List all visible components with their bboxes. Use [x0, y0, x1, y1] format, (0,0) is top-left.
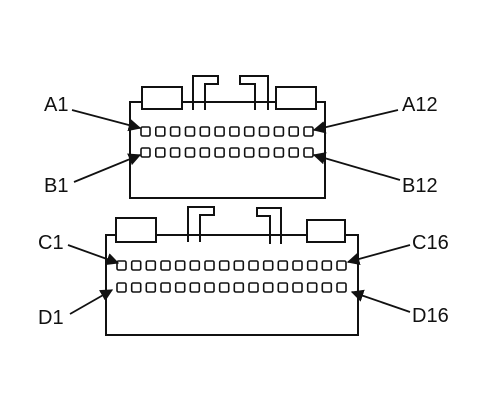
- pin-d14: [306, 282, 318, 293]
- pin-d6: [189, 282, 201, 293]
- label-d1: D1: [38, 307, 64, 329]
- pin-a9: [258, 126, 270, 137]
- lower-right-lock-clip: [256, 207, 282, 244]
- upper-pin-grid: [140, 126, 314, 158]
- leader-c16: [346, 244, 411, 266]
- pin-b8: [243, 147, 255, 158]
- pin-a11: [288, 126, 300, 137]
- pin-d15: [321, 282, 333, 293]
- leader-c1: [67, 244, 120, 266]
- pin-b2: [155, 147, 166, 158]
- pin-c2: [130, 260, 142, 271]
- pin-b3: [169, 147, 181, 158]
- pin-c3: [145, 260, 157, 271]
- pin-a10: [273, 126, 285, 137]
- pin-a4: [184, 126, 196, 137]
- pin-b9: [258, 147, 270, 158]
- upper-left-lock-clip: [192, 75, 219, 110]
- pin-c6: [189, 260, 201, 271]
- pin-d3: [145, 282, 157, 293]
- pin-d1: [116, 282, 127, 293]
- pin-d5: [174, 282, 186, 293]
- pin-b10: [273, 147, 285, 158]
- pin-d11: [262, 282, 274, 293]
- lower-pin-grid: [116, 260, 347, 293]
- lower-right-latch-block: [306, 219, 346, 243]
- pin-a7: [229, 126, 240, 137]
- pin-c15: [321, 260, 333, 271]
- lower-left-latch-block: [115, 217, 157, 243]
- upper-connector-shoulder: [129, 102, 326, 116]
- pin-b12: [303, 147, 314, 158]
- pin-b7: [229, 147, 240, 158]
- pin-c13: [292, 260, 303, 271]
- pin-c10: [248, 260, 259, 271]
- lower-connector-body: [105, 234, 359, 336]
- pin-c9: [233, 260, 245, 271]
- pin-d2: [130, 282, 142, 293]
- pin-d12: [277, 282, 289, 293]
- label-a1: A1: [44, 94, 68, 116]
- pin-c12: [277, 260, 289, 271]
- upper-right-lock-clip: [239, 75, 269, 110]
- pin-b1: [140, 147, 151, 158]
- leader-a1: [71, 109, 142, 132]
- pin-b11: [288, 147, 300, 158]
- pin-c1: [116, 260, 127, 271]
- leader-d16: [350, 289, 411, 313]
- upper-left-latch-block: [141, 86, 183, 110]
- pin-b4: [184, 147, 196, 158]
- pin-b5: [199, 147, 211, 158]
- upper-connector: [129, 75, 326, 199]
- leader-b12: [312, 152, 401, 181]
- label-a12: A12: [402, 94, 438, 116]
- pin-d10: [248, 282, 259, 293]
- pin-d9: [233, 282, 245, 293]
- leader-d1: [69, 289, 114, 315]
- leader-b1: [73, 153, 142, 183]
- pin-a12: [303, 126, 314, 137]
- label-c16: C16: [412, 232, 449, 254]
- pin-a2: [155, 126, 166, 137]
- pin-c14: [306, 260, 318, 271]
- pin-c5: [174, 260, 186, 271]
- pin-a3: [169, 126, 181, 137]
- pin-c7: [204, 260, 215, 271]
- label-c1: C1: [38, 232, 64, 254]
- pin-c8: [218, 260, 230, 271]
- pin-b6: [214, 147, 225, 158]
- pin-c16: [336, 260, 347, 271]
- label-d16: D16: [412, 305, 449, 327]
- leader-lines: [67, 109, 411, 315]
- upper-right-latch-block: [275, 86, 317, 110]
- pin-d13: [292, 282, 303, 293]
- pin-d7: [204, 282, 215, 293]
- pin-d8: [218, 282, 230, 293]
- label-b1: B1: [44, 175, 68, 197]
- pin-c11: [262, 260, 274, 271]
- pin-a1: [140, 126, 151, 137]
- lower-left-lock-clip: [187, 206, 215, 242]
- pin-a6: [214, 126, 225, 137]
- pin-c4: [160, 260, 171, 271]
- pin-labels: A1 A12 B1 B12 C1 C16 D1 D16: [38, 94, 449, 329]
- label-b12: B12: [402, 175, 438, 197]
- pin-d4: [160, 282, 171, 293]
- pin-d16: [336, 282, 347, 293]
- pin-a8: [243, 126, 255, 137]
- pin-a5: [199, 126, 211, 137]
- leader-a12: [312, 109, 399, 134]
- lower-connector: [105, 206, 359, 336]
